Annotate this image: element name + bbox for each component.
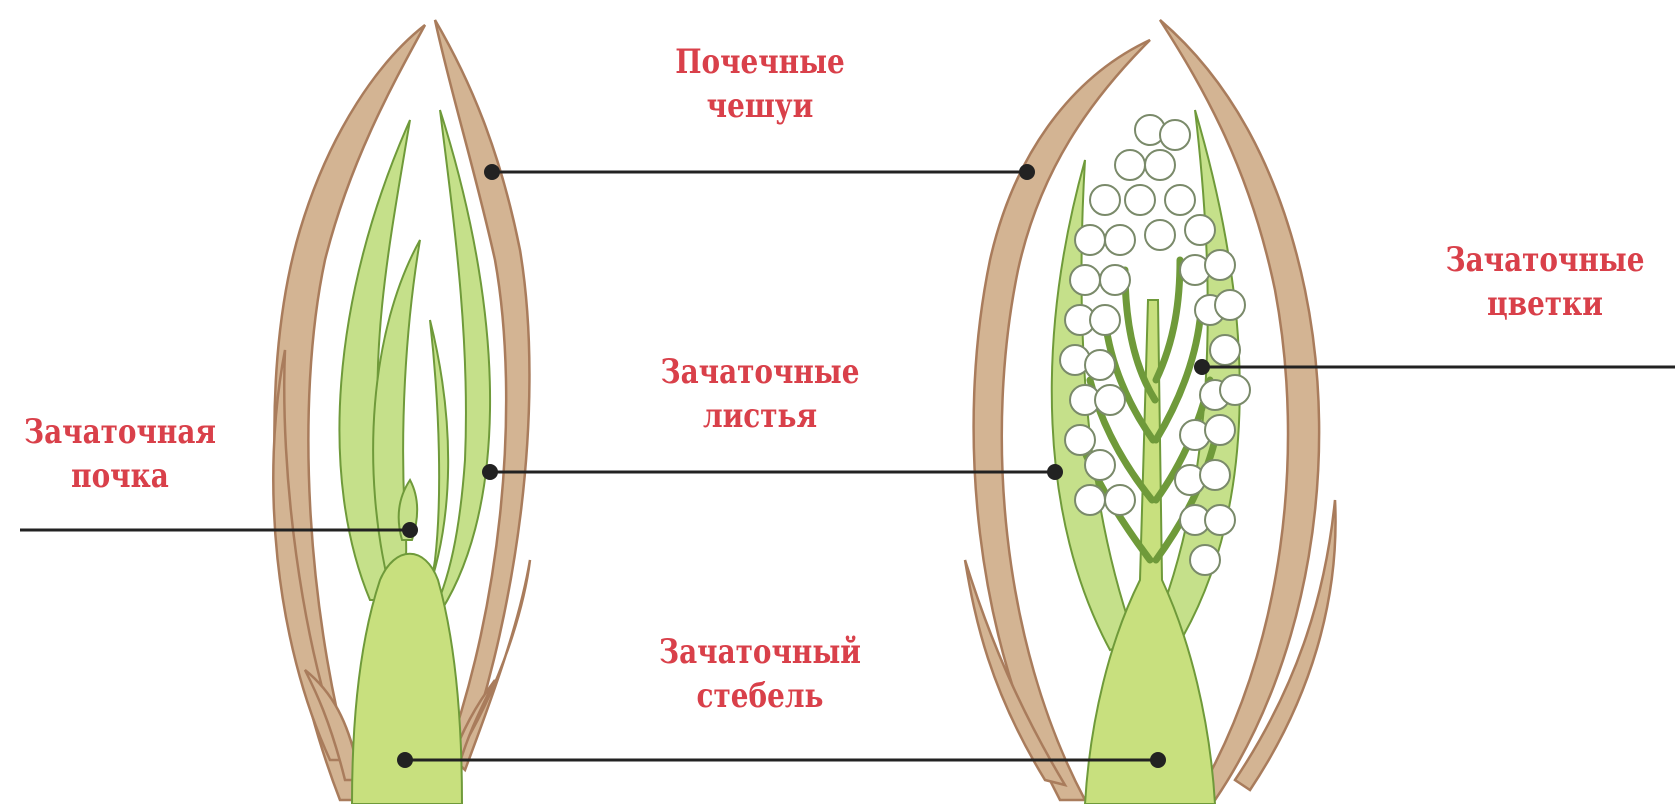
embryonic-flower-21 — [1085, 350, 1115, 380]
embryonic-flower-10 — [1145, 220, 1175, 250]
embryonic-flower-31 — [1075, 485, 1105, 515]
label-embryonic-flowers-line2: цветки — [1438, 282, 1651, 326]
embryonic-flower-6 — [1125, 185, 1155, 215]
embryonic-flower-9 — [1105, 225, 1135, 255]
embryonic-flower-4 — [1145, 150, 1175, 180]
embryonic-flower-17 — [1090, 305, 1120, 335]
embryonic-flower-24 — [1095, 385, 1125, 415]
leader-dot-embryonic-leaves-left — [482, 464, 498, 480]
embryonic-flower-22 — [1210, 335, 1240, 365]
vegetative-leaf-inner-right — [425, 320, 448, 600]
embryonic-flower-36 — [1205, 505, 1235, 535]
label-embryonic-stem-line1: Зачаточный — [629, 630, 891, 674]
embryonic-flower-15 — [1205, 250, 1235, 280]
label-embryonic-leaves-line2: листья — [629, 394, 891, 438]
label-embryonic-leaves-line1: Зачаточные — [629, 350, 891, 394]
embryonic-flower-12 — [1070, 265, 1100, 295]
label-embryonic-stem-line2: стебель — [629, 674, 891, 718]
leader-dot-embryonic-bud — [402, 522, 418, 538]
embryonic-flower-2 — [1160, 120, 1190, 150]
embryonic-flower-3 — [1115, 150, 1145, 180]
leader-dot-bud-scales-left — [484, 164, 500, 180]
embryonic-flower-32 — [1105, 485, 1135, 515]
embryonic-flower-30 — [1205, 415, 1235, 445]
embryonic-flower-34 — [1200, 460, 1230, 490]
vegetative-bud — [273, 20, 530, 804]
embryonic-flower-28 — [1085, 450, 1115, 480]
leader-dot-embryonic-flowers — [1194, 359, 1210, 375]
embryonic-flower-27 — [1065, 425, 1095, 455]
embryonic-flower-7 — [1165, 185, 1195, 215]
embryonic-flower-37 — [1190, 545, 1220, 575]
label-embryonic-bud-line2: почка — [22, 454, 219, 498]
embryonic-flower-19 — [1215, 290, 1245, 320]
generative-bud — [965, 20, 1336, 804]
label-embryonic-flowers: Зачаточные цветки — [1438, 238, 1651, 326]
embryonic-flower-11 — [1185, 215, 1215, 245]
leader-dot-embryonic-stem-right — [1150, 752, 1166, 768]
embryonic-flower-5 — [1090, 185, 1120, 215]
label-embryonic-stem: Зачаточный стебель — [629, 630, 891, 718]
leader-dot-bud-scales-right — [1019, 164, 1035, 180]
label-embryonic-bud: Зачаточная почка — [22, 410, 219, 498]
embryonic-flower-13 — [1100, 265, 1130, 295]
label-bud-scales-line2: чешуи — [637, 84, 883, 128]
leader-dot-embryonic-leaves-right — [1047, 464, 1063, 480]
label-embryonic-leaves: Зачаточные листья — [629, 350, 891, 438]
label-embryonic-bud-line1: Зачаточная — [22, 410, 219, 454]
leader-dot-embryonic-stem-left — [397, 752, 413, 768]
label-bud-scales-line1: Почечные — [637, 40, 883, 84]
embryonic-flower-26 — [1220, 375, 1250, 405]
label-bud-scales: Почечные чешуи — [637, 40, 883, 128]
embryonic-flower-8 — [1075, 225, 1105, 255]
label-embryonic-flowers-line1: Зачаточные — [1438, 238, 1651, 282]
